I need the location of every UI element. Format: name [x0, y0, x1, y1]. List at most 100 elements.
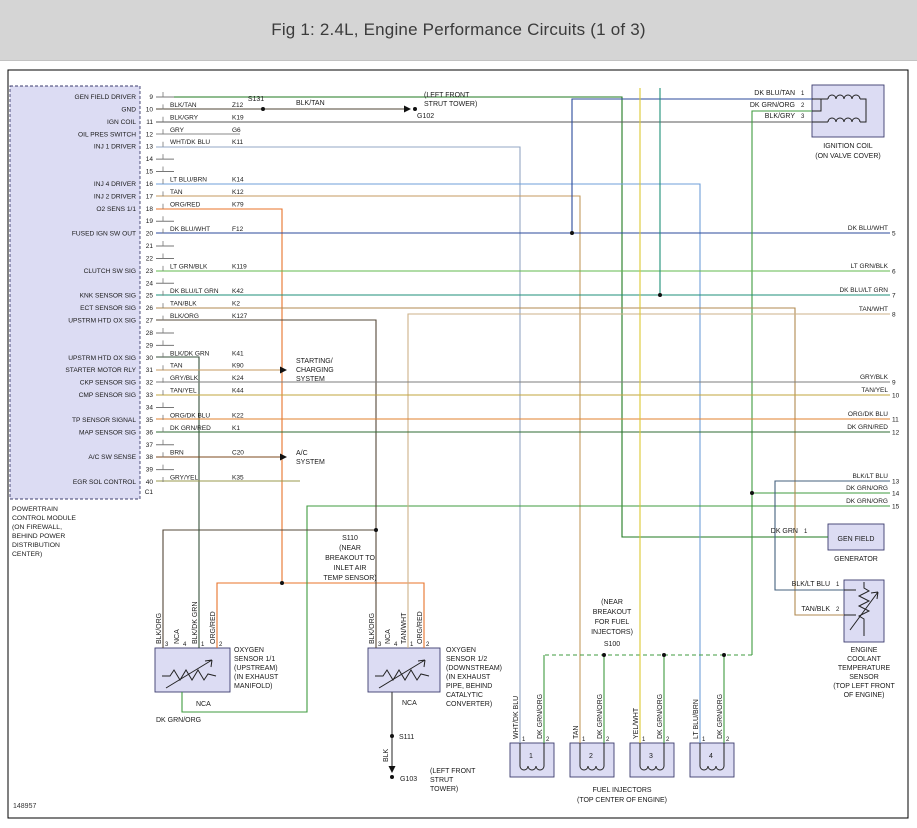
- injector-number: 1: [529, 753, 533, 760]
- splice-s131-label: S131: [248, 96, 264, 103]
- pcm-signal-label: KNK SENSOR SIG: [80, 293, 136, 300]
- wire-o2-ground-blk-org: [156, 319, 377, 648]
- wire-color-label: GRY/YEL: [170, 475, 198, 482]
- circuit-code: K41: [232, 350, 244, 357]
- edge-pin-number: 7: [892, 293, 896, 300]
- pcm-signal-label: CMP SENSOR SIG: [79, 392, 136, 399]
- wire-color-label: ORG/RED: [170, 201, 201, 208]
- component-symbol: [827, 117, 861, 123]
- circuit-code: K90: [232, 363, 244, 370]
- wire-color-label: TAN/WHT: [401, 612, 408, 644]
- o2-sensor-12-caption: (IN EXHAUST: [446, 674, 491, 681]
- pcm-pin-number: 39: [146, 467, 154, 474]
- pcm-signal-label: STARTER MOTOR RLY: [65, 367, 136, 374]
- ect-caption: TEMPERATURE: [838, 665, 891, 672]
- pcm-caption: BEHIND POWER: [12, 533, 65, 540]
- wire-color-label: BLK/TAN: [296, 100, 325, 107]
- o2-sensor-12-caption: (DOWNSTREAM): [446, 665, 502, 672]
- pin-number: 1: [522, 737, 526, 743]
- pcm-pin-number: 29: [146, 342, 154, 349]
- pin-number: 2: [801, 103, 805, 109]
- pin-number: 3: [801, 114, 805, 120]
- pin-number: 2: [426, 642, 430, 648]
- wire-color-label: TAN: [573, 726, 580, 739]
- pcm-pin-number: 36: [146, 429, 154, 436]
- pcm-pin-number: 28: [146, 330, 154, 337]
- component-symbol: [165, 659, 213, 689]
- wire-color-label: NCA: [385, 629, 392, 644]
- wire-color-label: BLK/ORG: [369, 613, 376, 644]
- edge-pin-number: 9: [892, 380, 896, 387]
- edge-wire-label: TAN/WHT: [859, 306, 888, 313]
- ground-g103-label: G103: [400, 776, 417, 783]
- pin-number: 3: [165, 642, 169, 648]
- pcm-pin-number: 34: [146, 405, 154, 412]
- junction-dot: [413, 107, 417, 111]
- ect-caption: SENSOR: [849, 674, 879, 681]
- starting-charging-ref: CHARGING: [296, 367, 334, 374]
- pin-number: 1: [410, 642, 414, 648]
- circuit-code: Z12: [232, 102, 244, 109]
- edge-wire-label: LT GRN/BLK: [851, 263, 889, 270]
- wire-inj4-lt-blu-brn: [156, 183, 701, 743]
- wire-color-label: DK GRN/ORG: [537, 694, 544, 739]
- circuit-code: K19: [232, 114, 244, 121]
- o2-sensor-12-caption: OXYGEN: [446, 647, 476, 654]
- pcm-signal-label: UPSTRM HTD OX SIG: [68, 355, 136, 362]
- pcm-pin-number: 38: [146, 454, 154, 461]
- edge-wire-label: ORG/DK BLU: [848, 411, 888, 418]
- pcm-caption: POWERTRAIN: [12, 506, 58, 513]
- pin-number: 1: [582, 737, 586, 743]
- o2-sensor-11-caption: SENSOR 1/1: [234, 656, 275, 663]
- pcm-pin-number: 23: [146, 268, 154, 275]
- fuel-injector-4-box: [689, 742, 735, 778]
- o2-sensor-11-caption: MANIFOLD): [234, 683, 273, 690]
- wire-color-label: BLK/TAN: [170, 102, 197, 109]
- junction-dot: [261, 107, 265, 111]
- pcm-caption: (ON FIREWALL,: [12, 524, 62, 531]
- junction-dot: [390, 775, 394, 779]
- edge-pin-number: 6: [892, 269, 896, 276]
- junction-dot: [658, 293, 662, 297]
- pcm-pin-number: 22: [146, 256, 154, 263]
- pin-number: 1: [836, 582, 840, 588]
- o2-sensor-12-box: [367, 647, 441, 693]
- component-symbol: [375, 669, 430, 681]
- circuit-code: K2: [232, 301, 240, 308]
- pcm-signal-label: UPSTRM HTD OX SIG: [68, 318, 136, 325]
- wire-color-label: LT GRN/BLK: [170, 263, 208, 270]
- pcm-signal-label: O2 SENS 1/1: [96, 206, 136, 213]
- wire-color-label: DK GRN/ORG: [750, 102, 795, 109]
- wire-color-label: BLK/ORG: [156, 613, 163, 644]
- pcm-pin-number: 19: [146, 218, 154, 225]
- edge-pin-number: 10: [892, 393, 900, 400]
- wire-color-label: TAN: [170, 363, 183, 370]
- wire-color-label: NCA: [174, 629, 181, 644]
- wire-color-label: BLK/DK GRN: [170, 350, 210, 357]
- ac-system-ref: A/C: [296, 450, 308, 457]
- wire-color-label: LT BLU/BRN: [693, 699, 700, 739]
- wire-inj2-tan: [156, 195, 581, 743]
- wire-color-label: TAN/BLK: [801, 606, 830, 613]
- splice-s100-label: FOR FUEL: [595, 619, 630, 626]
- pcm-pin-number: 40: [146, 479, 154, 486]
- pcm-signal-label: EGR SOL CONTROL: [73, 479, 136, 486]
- pcm-pin-number: 10: [146, 106, 154, 113]
- pcm-pin-number: 16: [146, 181, 154, 188]
- g103-location: TOWER): [430, 786, 458, 793]
- pin-number: 1: [642, 737, 646, 743]
- wire-o2-heater-org-red-branch: [216, 582, 282, 648]
- circuit-code: K24: [232, 375, 244, 382]
- pin-number: 1: [702, 737, 706, 743]
- component-symbol: [639, 743, 665, 771]
- pcm-signal-label: ECT SENSOR SIG: [80, 305, 136, 312]
- edge-wire-label: DK BLU/WHT: [848, 225, 888, 232]
- o2-sensor-12-caption: SENSOR 1/2: [446, 656, 487, 663]
- edge-wire-label: GRY/BLK: [860, 374, 889, 381]
- splice-s111-label: S111: [399, 734, 414, 741]
- wire-color-label: DK BLU/LT GRN: [170, 288, 219, 295]
- wire-o2a-heater-edge15: [181, 505, 890, 713]
- circuit-code: K35: [232, 475, 244, 482]
- figure-title-bar: Fig 1: 2.4L, Engine Performance Circuits…: [0, 0, 917, 61]
- component-symbol: [378, 659, 426, 689]
